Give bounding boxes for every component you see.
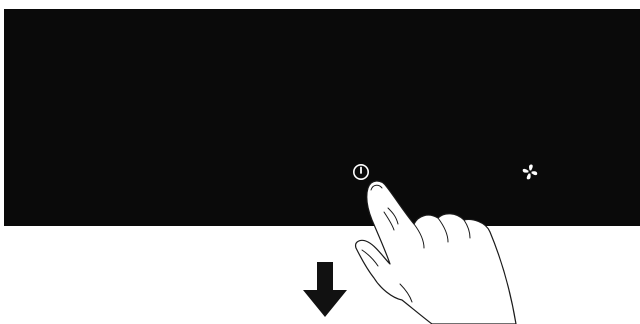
fan-icon bbox=[522, 164, 538, 180]
down-arrow-icon bbox=[303, 262, 347, 317]
power-button[interactable] bbox=[351, 162, 371, 182]
power-icon bbox=[353, 164, 369, 180]
control-panel bbox=[4, 9, 640, 226]
fan-button[interactable] bbox=[520, 162, 540, 182]
